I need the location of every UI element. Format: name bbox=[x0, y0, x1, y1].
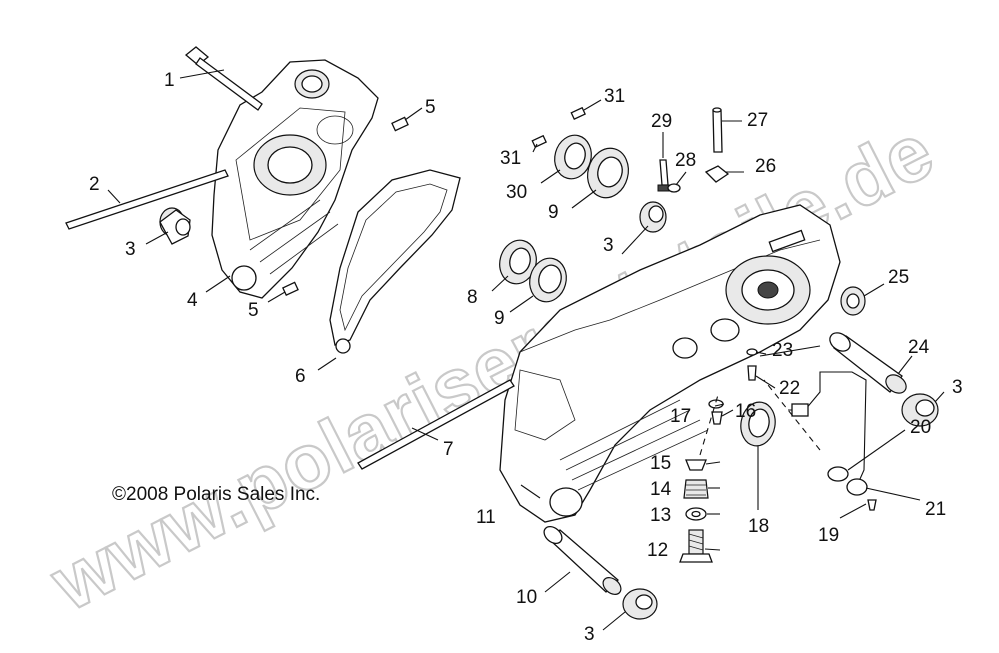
callout-5-bottom: 5 bbox=[248, 300, 259, 321]
dowel-pin-part-31-top bbox=[570, 106, 586, 121]
callout-1: 1 bbox=[164, 70, 175, 91]
callout-15: 15 bbox=[650, 453, 671, 474]
callout-7: 7 bbox=[443, 439, 454, 460]
callout-25: 25 bbox=[888, 267, 909, 288]
washer-part-23 bbox=[746, 348, 758, 356]
spring-part-14 bbox=[683, 479, 709, 499]
seal-part-8 bbox=[499, 239, 537, 285]
bolt-part-19 bbox=[867, 499, 877, 511]
washer-part-28 bbox=[667, 183, 681, 193]
callout-31-top: 31 bbox=[604, 86, 625, 107]
callout-17: 17 bbox=[670, 406, 691, 427]
callout-21: 21 bbox=[925, 499, 946, 520]
bolt-part-1 bbox=[184, 46, 263, 111]
callout-9-top: 9 bbox=[548, 202, 559, 223]
callout-9-lower: 9 bbox=[494, 308, 505, 329]
callout-3-top: 3 bbox=[603, 235, 614, 256]
bearing-part-9-lower bbox=[529, 257, 567, 303]
seal-part-25 bbox=[840, 286, 866, 316]
fitting-part-26 bbox=[704, 165, 730, 183]
callout-12: 12 bbox=[647, 540, 668, 561]
spacer-part-24 bbox=[829, 332, 907, 394]
seal-part-18 bbox=[740, 401, 776, 447]
callout-16: 16 bbox=[735, 401, 756, 422]
dowel-pin-part-5-bottom bbox=[282, 281, 299, 297]
callout-18: 18 bbox=[748, 516, 769, 537]
tube-part-27 bbox=[712, 107, 723, 153]
callout-10: 10 bbox=[516, 587, 537, 608]
drain-plug-part-12 bbox=[679, 529, 713, 563]
dowel-rod-part-7 bbox=[357, 379, 515, 470]
bushing-part-3-bottom bbox=[622, 588, 658, 620]
callout-26: 26 bbox=[755, 156, 776, 177]
callout-2: 2 bbox=[89, 174, 100, 195]
bolt-part-29 bbox=[657, 159, 671, 192]
dowel-pin-part-5-top bbox=[391, 116, 409, 132]
callout-24: 24 bbox=[908, 337, 930, 358]
bushing-part-3-top bbox=[639, 201, 667, 233]
callout-3-bottom: 3 bbox=[584, 624, 595, 645]
watermark: www.polarisersatzteile.de bbox=[37, 106, 947, 628]
washer-part-13 bbox=[685, 507, 707, 521]
dowel-pin-part-31-left bbox=[531, 134, 547, 149]
copyright-notice: ©2008 Polaris Sales Inc. bbox=[112, 484, 320, 505]
callout-6: 6 bbox=[295, 366, 306, 387]
bushing-part-3-left bbox=[159, 207, 191, 245]
callout-5-top: 5 bbox=[425, 97, 436, 118]
callout-23: 23 bbox=[772, 340, 793, 361]
callout-29: 29 bbox=[651, 111, 672, 132]
bushing-part-3-right bbox=[901, 393, 939, 427]
callout-31-left: 31 bbox=[500, 148, 521, 169]
bolt-part-22 bbox=[747, 365, 757, 381]
dowel-rod-part-2 bbox=[65, 169, 229, 230]
callout-3-right: 3 bbox=[952, 377, 963, 398]
crankcase-gasket bbox=[329, 169, 461, 354]
callout-13: 13 bbox=[650, 505, 671, 526]
callout-14: 14 bbox=[650, 479, 672, 500]
callout-28: 28 bbox=[675, 150, 696, 171]
callout-11: 11 bbox=[476, 507, 496, 528]
sensor-wire-part-21 bbox=[788, 371, 867, 489]
callout-19: 19 bbox=[818, 525, 839, 546]
screen-part-15 bbox=[685, 459, 707, 471]
seal-part-30 bbox=[554, 134, 592, 180]
callout-labels: 1 2 3 4 5 5 6 7 8 9 9 3 10 3 11 12 13 14… bbox=[89, 70, 963, 645]
callout-4: 4 bbox=[187, 290, 198, 311]
leader-lines bbox=[107, 69, 945, 631]
callout-22: 22 bbox=[779, 378, 800, 399]
bearing-part-9-top bbox=[587, 147, 629, 199]
o-ring-part-20 bbox=[827, 466, 849, 482]
callout-27: 27 bbox=[747, 110, 768, 131]
left-crankcase-cover bbox=[211, 59, 379, 299]
bolt-part-16 bbox=[711, 411, 723, 425]
callout-3-left: 3 bbox=[125, 239, 136, 260]
callout-30: 30 bbox=[506, 182, 527, 203]
main-crankcase-half bbox=[499, 204, 841, 523]
callout-20: 20 bbox=[910, 417, 931, 438]
spacer-part-10 bbox=[543, 525, 622, 595]
sensor-part-21 bbox=[846, 478, 868, 496]
callout-8: 8 bbox=[467, 287, 478, 308]
